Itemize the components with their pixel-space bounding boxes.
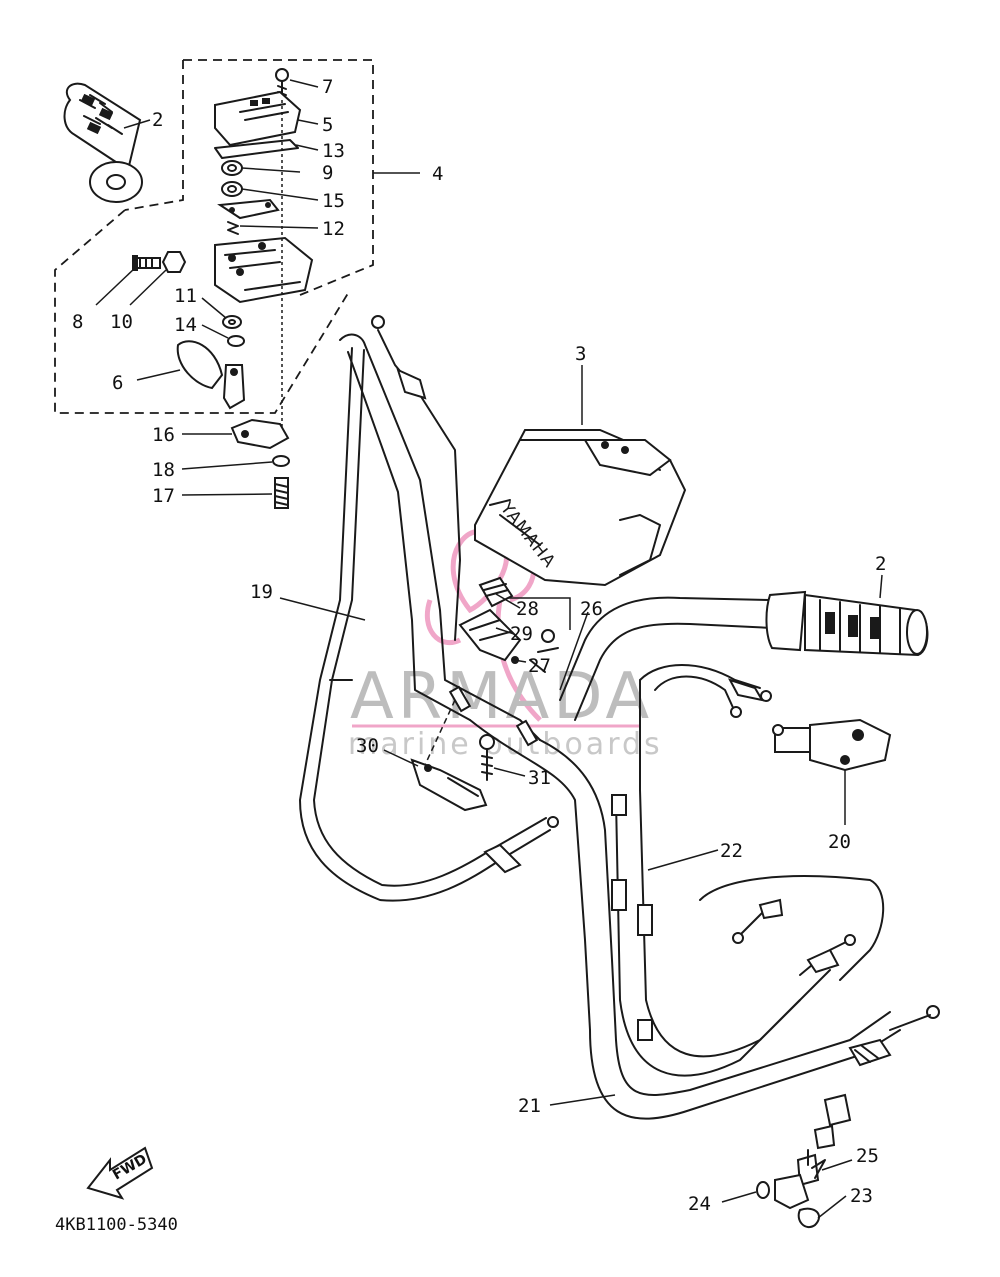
callout-6: 6: [112, 372, 123, 394]
callout-29: 29: [510, 623, 533, 645]
watermark: ARMADA marine outboards: [348, 522, 660, 762]
diagram-code: 4KB1100-5340: [55, 1215, 178, 1235]
callout-8: 8: [72, 311, 83, 333]
callout-13: 13: [322, 140, 345, 162]
callout-23: 23: [850, 1185, 873, 1207]
callout-26: 26: [580, 598, 603, 620]
callout-28: 28: [516, 598, 539, 620]
callout-17: 17: [152, 485, 175, 507]
callout-24: 24: [688, 1193, 711, 1215]
lever-holder-20: [772, 718, 892, 772]
watermark-title: ARMADA: [350, 660, 653, 734]
callout-30: 30: [356, 735, 379, 757]
left-grip: [63, 82, 143, 203]
callout-4: 4: [432, 163, 443, 185]
callout-16: 16: [152, 424, 175, 446]
callout-20: 20: [828, 831, 851, 853]
callout-25: 25: [856, 1145, 879, 1167]
callout-2-left: 2: [152, 109, 163, 131]
leader-lines: [95, 79, 883, 1219]
callout-11: 11: [174, 285, 197, 307]
callout-2-right: 2: [875, 553, 886, 575]
callout-19: 19: [250, 581, 273, 603]
callout-3: 3: [575, 343, 586, 365]
callout-18: 18: [152, 459, 175, 481]
handlebar-cover: YAMAHA: [474, 429, 687, 587]
callout-labels: 2 7 5 13 9 4 15 12 8 10 11 14 6 16 18 17…: [72, 76, 886, 1215]
callout-5: 5: [322, 114, 333, 136]
callout-31: 31: [528, 767, 551, 789]
right-grip: [765, 590, 929, 657]
callout-9: 9: [322, 162, 333, 184]
callout-21: 21: [518, 1095, 541, 1117]
callout-7: 7: [322, 76, 333, 98]
callout-27: 27: [528, 655, 551, 677]
cable-adjuster-parts: [756, 1005, 940, 1229]
switch-assembly-box: [54, 59, 420, 414]
switch-parts: [132, 68, 314, 509]
callout-10: 10: [110, 311, 133, 333]
fwd-arrow: FWD: [86, 1146, 154, 1200]
bracket-30: [410, 734, 495, 812]
clutch-cable: [589, 664, 901, 1120]
callout-22: 22: [720, 840, 743, 862]
callout-12: 12: [322, 218, 345, 240]
callout-14: 14: [174, 314, 197, 336]
throttle-cable: [299, 315, 559, 902]
callout-15: 15: [322, 190, 345, 212]
